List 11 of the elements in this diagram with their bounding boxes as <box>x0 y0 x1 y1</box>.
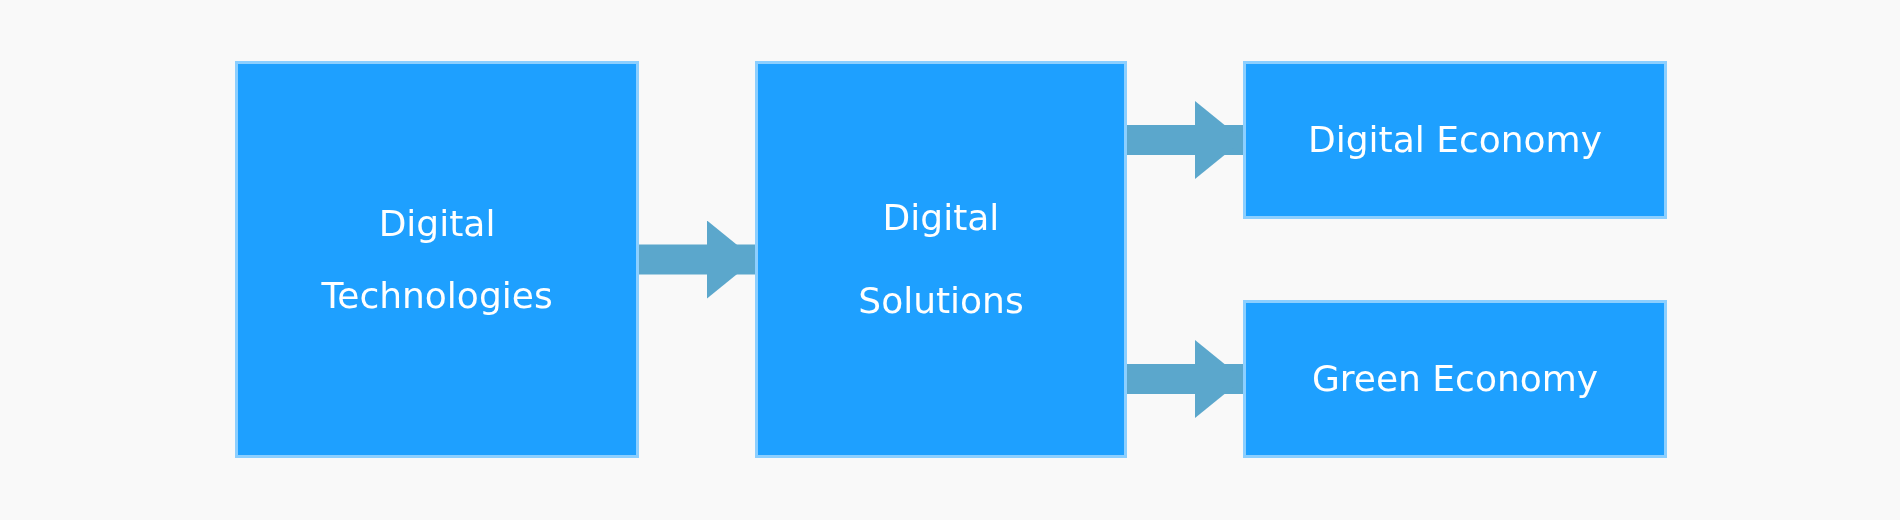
node-label: Digital Solutions <box>857 195 1025 323</box>
node-label: Digital Economy <box>1308 117 1602 162</box>
process-box <box>235 61 639 458</box>
block-arrow <box>639 220 755 299</box>
block-arrow <box>1127 340 1243 418</box>
block-arrow <box>1127 101 1243 179</box>
process-box <box>1243 300 1667 458</box>
process-box <box>1243 61 1667 219</box>
node-label: Green Economy <box>1311 356 1599 401</box>
process-box <box>755 61 1127 458</box>
node-label: Digital Technologies <box>321 201 553 318</box>
